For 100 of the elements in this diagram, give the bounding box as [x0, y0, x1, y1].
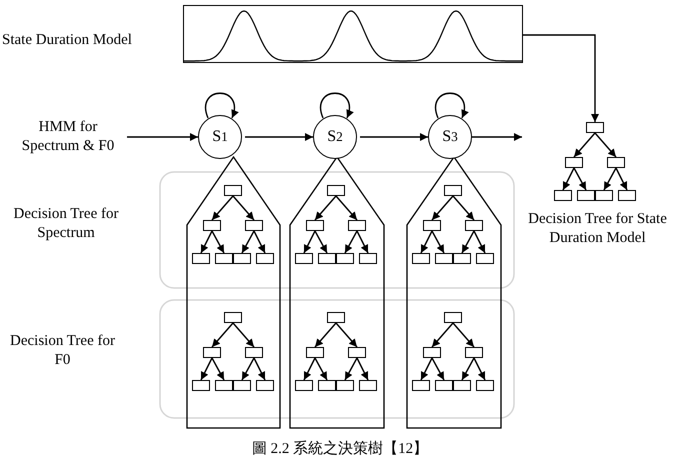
tree-node-box	[295, 253, 313, 264]
tree-node-box	[453, 253, 471, 264]
arrow	[431, 322, 454, 348]
arrow	[344, 358, 358, 380]
arrow	[452, 196, 475, 220]
arrow	[253, 230, 266, 254]
arrow	[303, 230, 316, 254]
tree-node-box	[295, 380, 313, 391]
tree-node-box	[412, 380, 430, 391]
arrow	[335, 196, 358, 220]
arrow	[356, 230, 369, 254]
tree-node-box	[618, 190, 636, 201]
arrow	[420, 230, 433, 254]
tree-node-box	[476, 380, 494, 391]
tree-node-box	[318, 380, 336, 391]
arrow	[573, 168, 587, 190]
arrow	[420, 358, 433, 380]
self-loop-arrow	[205, 92, 238, 118]
tree-node-box	[444, 185, 462, 196]
arrow	[523, 34, 599, 122]
arrow	[314, 322, 337, 348]
arrow	[245, 133, 313, 141]
tree-node-box	[476, 253, 494, 264]
tree-node-box	[348, 220, 366, 231]
arrow	[200, 358, 213, 380]
arrow	[314, 230, 328, 254]
tree-node-box	[359, 253, 377, 264]
duration-curves-box	[183, 5, 523, 63]
arrow	[314, 196, 337, 220]
text-label: HMM for Spectrum & F0	[12, 118, 124, 158]
arrow	[344, 230, 358, 254]
tree-node-box	[318, 253, 336, 264]
tree-node-box	[203, 347, 221, 358]
arrow	[335, 322, 358, 348]
arrow	[200, 230, 213, 254]
text-label: Decision Tree for Spectrum	[12, 205, 120, 243]
tree-node-box	[327, 185, 345, 196]
tree-node-box	[306, 347, 324, 358]
arrow	[431, 358, 445, 380]
tree-node-box	[359, 380, 377, 391]
arrow	[127, 133, 198, 141]
text-label: Decision Tree for State Duration Model	[527, 210, 668, 248]
tree-node-box	[256, 253, 274, 264]
tree-node-box	[554, 190, 572, 201]
tree-node-box	[453, 380, 471, 391]
arrow	[360, 133, 428, 141]
arrow	[594, 132, 617, 158]
tree-node-box	[577, 190, 595, 201]
tree-node-box	[215, 380, 233, 391]
arrow	[211, 358, 225, 380]
arrow	[562, 168, 575, 190]
node-caption: State Duration Model	[2, 31, 132, 50]
tree-node-box	[435, 253, 453, 264]
tree-node-box	[192, 253, 210, 264]
arrow	[232, 322, 255, 348]
arrow	[314, 358, 328, 380]
tree-node-box	[412, 253, 430, 264]
arrow	[473, 230, 486, 254]
arrow	[241, 358, 255, 380]
tree-node-box	[256, 380, 274, 391]
arrow	[461, 230, 475, 254]
tree-node-box	[423, 347, 441, 358]
arrow	[473, 358, 486, 380]
arrow	[603, 168, 617, 190]
text-label: Decision Tree for F0	[10, 332, 115, 370]
arrow	[461, 358, 475, 380]
arrow	[356, 358, 369, 380]
figure-caption: 圖 2.2 系統之決策樹【12】	[250, 440, 430, 459]
tree-node-box	[465, 220, 483, 231]
tree-node-box	[586, 122, 604, 133]
arrow	[431, 196, 454, 220]
arrow	[211, 322, 234, 348]
arrow	[253, 358, 266, 380]
arrow	[472, 133, 522, 141]
tree-node-box	[233, 253, 251, 264]
arrow	[615, 168, 628, 190]
self-loop-arrow	[435, 92, 468, 118]
tree-node-box	[327, 312, 345, 323]
tree-node-box	[233, 380, 251, 391]
tree-node-box	[348, 347, 366, 358]
tree-node-box	[215, 253, 233, 264]
tree-node-box	[245, 347, 263, 358]
self-loop-arrow	[320, 92, 354, 118]
tree-node-box	[192, 380, 210, 391]
arrow	[211, 196, 234, 220]
tree-node-box	[607, 157, 625, 168]
tree-node-box	[423, 220, 441, 231]
arrow	[431, 230, 445, 254]
tree-node-box	[435, 380, 453, 391]
tree-node-box	[306, 220, 324, 231]
tree-node-box	[245, 220, 263, 231]
arrow	[303, 358, 316, 380]
tree-node-box	[224, 312, 242, 323]
tree-node-box	[465, 347, 483, 358]
tree-node-box	[224, 185, 242, 196]
arrow	[241, 230, 255, 254]
tree-node-box	[203, 220, 221, 231]
arrow	[232, 196, 255, 220]
arrow	[211, 230, 225, 254]
tree-node-box	[444, 312, 462, 323]
